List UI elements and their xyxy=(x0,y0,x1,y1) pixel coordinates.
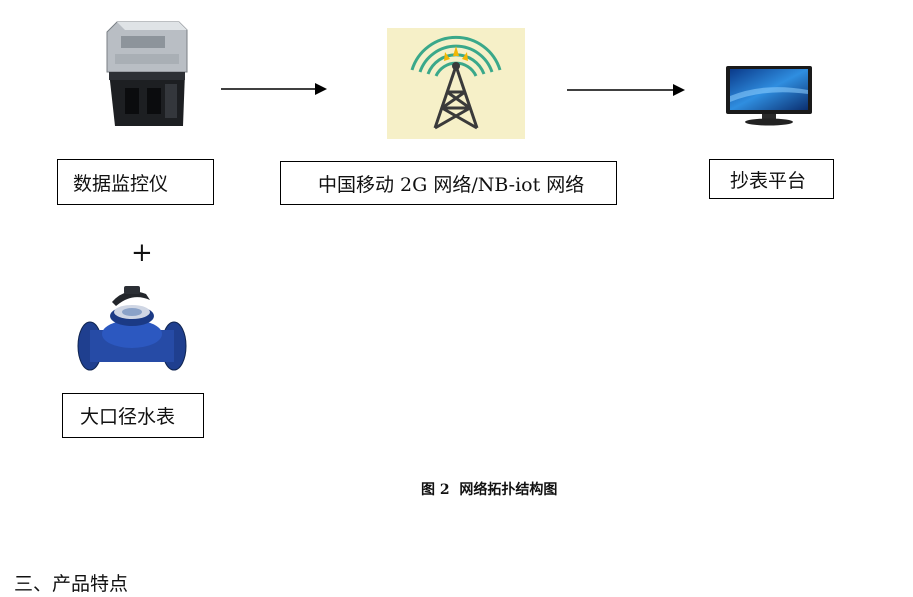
signal-tower-icon xyxy=(387,28,525,139)
water-meter-label: 大口径水表 xyxy=(80,406,176,428)
monitor-device-label: 数据监控仪 xyxy=(73,172,169,195)
monitor-screen-icon xyxy=(724,64,814,126)
plus-sign: + xyxy=(131,238,153,268)
network-label: 中国移动 2G 网络/NB-iot 网络 xyxy=(318,173,585,196)
data-monitor-device-icon xyxy=(95,14,195,134)
arrow-right-icon xyxy=(567,84,685,96)
platform-label-box: 抄表平台 xyxy=(709,159,834,199)
network-label-box: 中国移动 2G 网络/NB-iot 网络 xyxy=(280,161,617,205)
monitor-device-label-box: 数据监控仪 xyxy=(57,159,214,205)
arrow-right-icon xyxy=(221,83,327,95)
water-meter-label-box: 大口径水表 xyxy=(62,393,204,438)
platform-label: 抄表平台 xyxy=(730,169,807,192)
section-heading: 三、产品特点 xyxy=(14,573,129,595)
figure-caption: 图 2 网络拓扑结构图 xyxy=(421,482,558,498)
water-meter-icon xyxy=(76,284,188,376)
